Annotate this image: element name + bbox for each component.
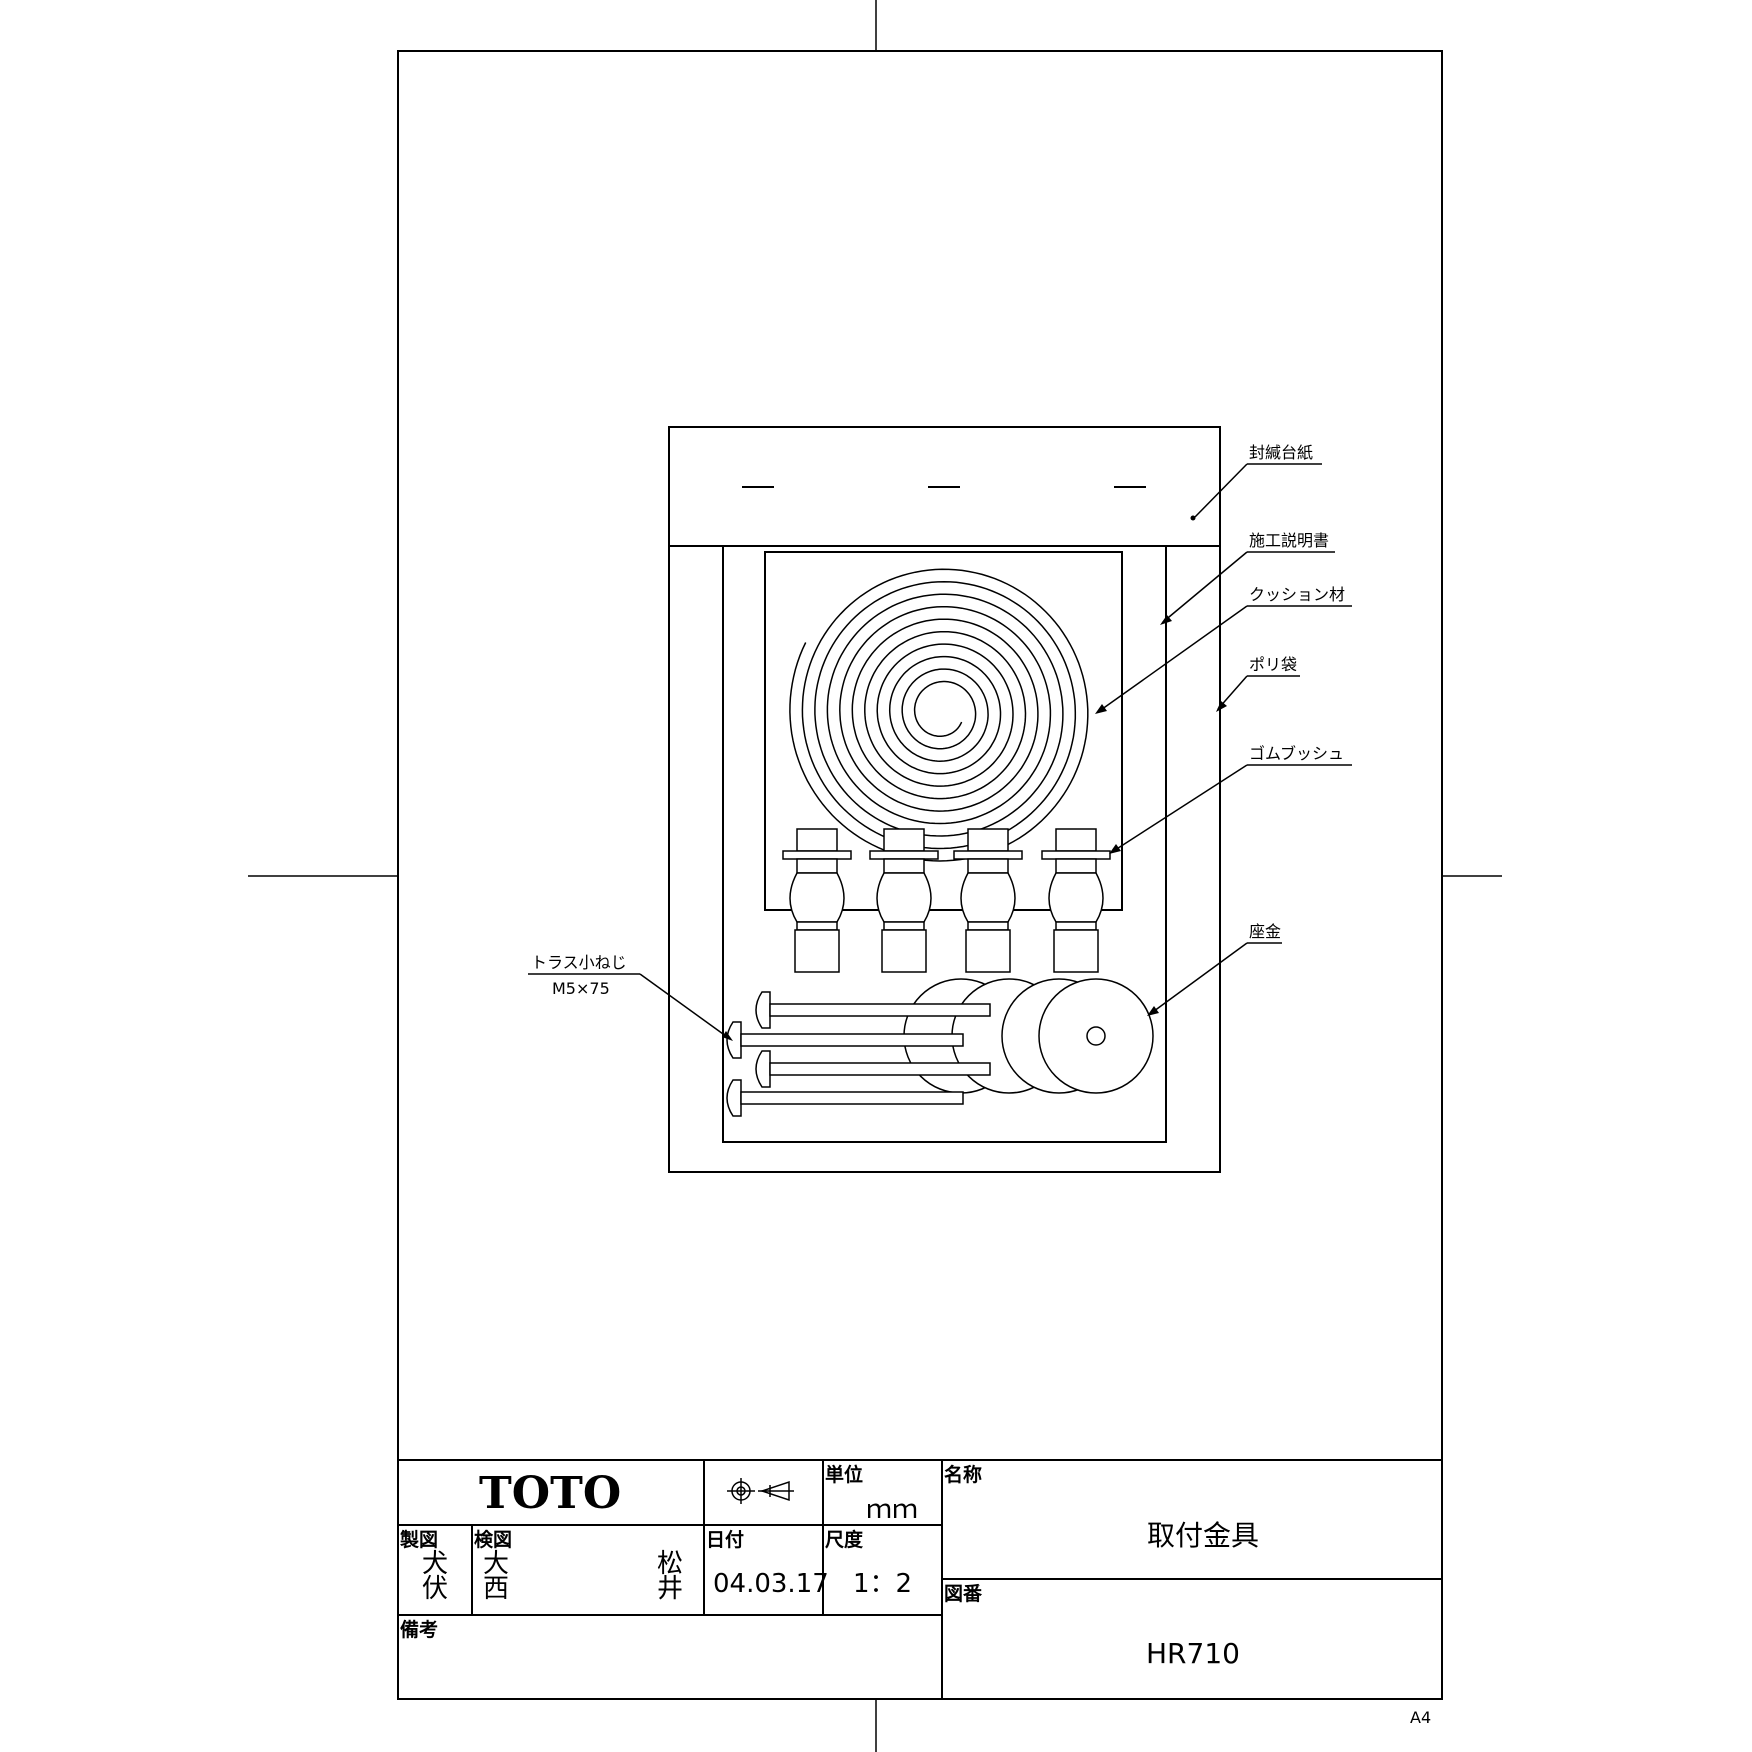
drawn-by-label: 製図 [399, 1529, 438, 1551]
washer-hole [1086, 1026, 1106, 1046]
rubber-bush-part [967, 828, 1009, 852]
screw-head [755, 1050, 771, 1088]
package-drawing [668, 426, 1221, 1173]
date-value: 04.03.17 [713, 1569, 829, 1599]
scale-label: 尺度 [825, 1528, 864, 1551]
name-value: 取付金具 [1147, 1519, 1259, 1552]
rubber-bush-part [782, 850, 852, 860]
name-label: 名称 [944, 1463, 982, 1486]
drawn-by-value-2: 伏 [422, 1574, 448, 1604]
truss-screw [726, 1021, 964, 1059]
third-angle-projection-icon [727, 1478, 794, 1504]
poly-bag [668, 546, 1221, 1173]
title-block: TOTO 単位 ｍｍ 名称 取付金具 製図 犬 伏 検図 大 西 松 井 日付 … [398, 1459, 1442, 1699]
screw-head [726, 1079, 742, 1117]
rubber-bush-part [953, 850, 1023, 860]
callout-poly-bag: ポリ袋 [1249, 655, 1297, 674]
rubber-bush-part [883, 858, 925, 874]
checked-by-value-1: 大 [483, 1549, 509, 1579]
rubber-bush-part [1041, 850, 1111, 860]
rubber-bush-part [960, 872, 1016, 923]
checked-by-value-2: 西 [483, 1574, 509, 1604]
centering-marks [248, 0, 1502, 1752]
drawing-number-label: 図番 [944, 1583, 983, 1605]
callout-rubber-bush: ゴムブッシュ [1249, 744, 1344, 763]
scale-value: 1：2 [853, 1569, 912, 1599]
rubber-bush [953, 828, 1023, 973]
rubber-bush-part [1053, 929, 1099, 973]
instructions-sheet [764, 551, 1123, 911]
rubber-bush [1041, 828, 1111, 973]
truss-screw [726, 1079, 964, 1117]
rubber-bush-part [794, 929, 840, 973]
brand-logo: TOTO [479, 1468, 621, 1519]
rubber-bush-part [1055, 858, 1097, 874]
rubber-bush-part [869, 850, 939, 860]
callout-sealing-mount: 封緘台紙 [1249, 443, 1313, 462]
cushion-spiral [789, 568, 1089, 862]
rubber-bush-part [796, 828, 838, 852]
callout-washer: 座金 [1249, 922, 1281, 941]
remarks-label: 備考 [400, 1618, 438, 1641]
paper-size-label: A4 [1410, 1708, 1431, 1727]
screw-shank [769, 1062, 991, 1076]
inner-bag [722, 546, 1167, 1143]
rubber-bush-part [796, 858, 838, 874]
drawing-number-value: HR710 [1146, 1637, 1240, 1670]
rubber-bush [869, 828, 939, 973]
screw-shank [740, 1091, 964, 1105]
callouts: 封緘台紙 施工説明書 クッション材 ポリ袋 ゴムブッシュ 座金 トラス小ねじ M… [528, 443, 1352, 1041]
rubber-bush-part [796, 921, 838, 931]
rubber-bush-part [883, 921, 925, 931]
drawing-border [397, 50, 1443, 1700]
callout-screw-name: トラス小ねじ [531, 953, 627, 972]
truss-screw [755, 991, 991, 1029]
rubber-bushes [782, 828, 1111, 973]
truss-screw [755, 1050, 991, 1088]
callout-instructions: 施工説明書 [1249, 531, 1329, 550]
rubber-bush-part [881, 929, 927, 973]
checked-by-value-4: 井 [657, 1574, 683, 1604]
drawn-by-value-1: 犬 [422, 1549, 448, 1579]
rubber-bush-part [1055, 828, 1097, 852]
rubber-bush-part [1048, 872, 1104, 923]
unit-value: ｍｍ [866, 1495, 918, 1525]
screw-head [755, 991, 771, 1029]
rubber-bush-part [876, 872, 932, 923]
rubber-bush-part [967, 858, 1009, 874]
checked-by-value-3: 松 [657, 1549, 683, 1579]
rubber-bush [782, 828, 852, 973]
screw-shank [740, 1033, 964, 1047]
callout-screw-size: M5×75 [552, 979, 610, 998]
sealing-mount [668, 426, 1221, 547]
screw-head [726, 1021, 742, 1059]
rubber-bush-part [1055, 921, 1097, 931]
screw-shank [769, 1003, 991, 1017]
rubber-bush-part [967, 921, 1009, 931]
checked-by-label: 検図 [474, 1528, 512, 1551]
rubber-bush-part [789, 872, 845, 923]
truss-screws [726, 991, 991, 1117]
rubber-bush-part [965, 929, 1011, 973]
date-label: 日付 [706, 1528, 744, 1551]
unit-label: 単位 [825, 1463, 863, 1486]
rubber-bush-part [883, 828, 925, 852]
washer [1038, 978, 1154, 1094]
callout-cushion: クッション材 [1249, 585, 1345, 604]
